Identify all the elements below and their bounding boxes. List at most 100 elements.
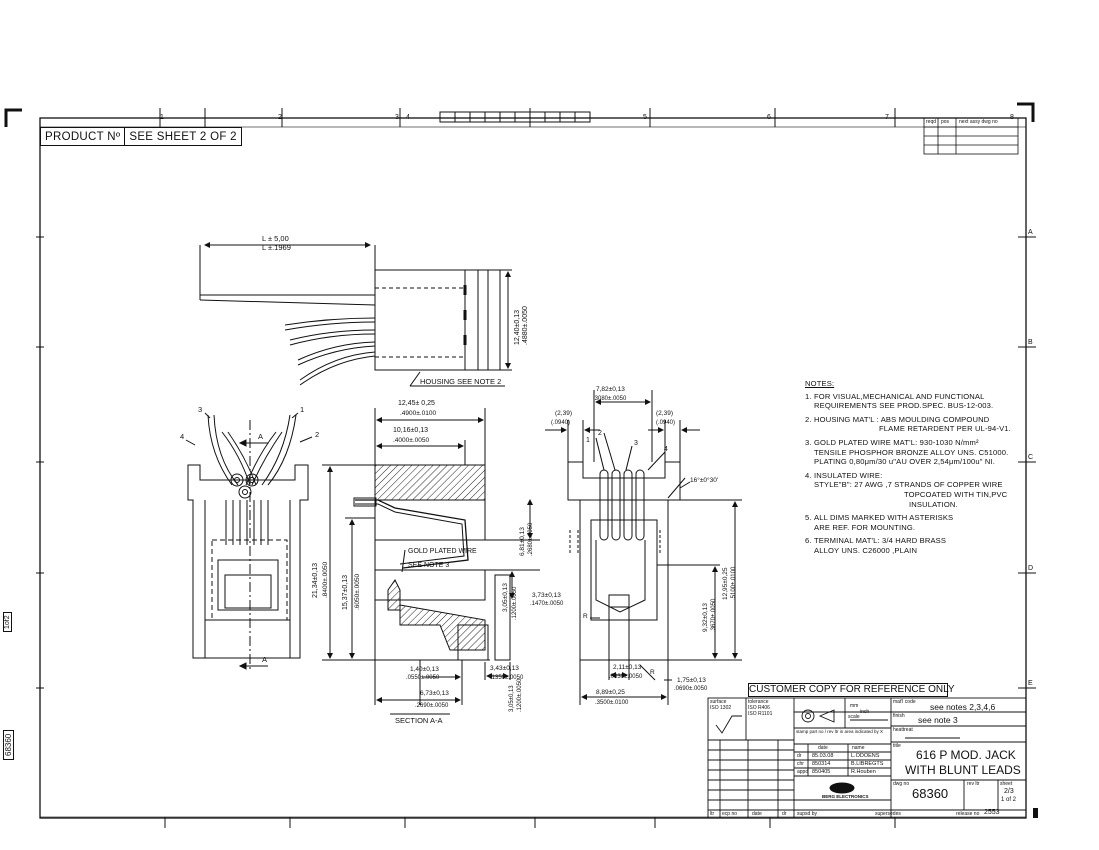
front-dim-r1-in: .5100±.0100 <box>731 566 737 600</box>
product-no-value: SEE SHEET 2 OF 2 <box>129 130 237 143</box>
tb-date-label: date <box>818 745 828 751</box>
zone-col-1: 1 <box>160 114 164 121</box>
front-r-right: R <box>650 669 655 676</box>
tb-sheet-label: sheet <box>1000 781 1013 787</box>
tb-company: BERG ELECTRONICS <box>822 794 869 799</box>
dim-right-2: 3,05±0,13 <box>502 583 509 612</box>
front-dim-top-in: .3080±.0050 <box>593 396 627 402</box>
section-arrow-bottom: A <box>262 655 268 664</box>
tb-name-label: name <box>852 745 865 751</box>
tb-chr-date: 850314 <box>812 761 831 767</box>
tb-chr-name: B.LIBREGTS <box>851 761 884 767</box>
tb-surface-std: ISO 1302 <box>710 705 732 711</box>
section-title: SECTION A-A <box>395 716 443 725</box>
section-lead-2: 2 <box>315 430 320 439</box>
dim-bottom-4: 3,05±0,13 <box>509 685 515 712</box>
zone-row-b: B <box>1028 339 1033 346</box>
front-dim-right-in: (.0940) <box>656 420 676 426</box>
zone-col-4: 4 <box>406 114 410 121</box>
tb-date2-label: date <box>752 811 762 817</box>
dim-right-2-in: .1200±.0050 <box>512 586 518 620</box>
front-angle: 16°±0°30' <box>690 477 719 484</box>
tb-tolerance-label: tolerance <box>748 699 769 705</box>
tb-heattreat-label: heattreat <box>893 727 913 733</box>
front-dim-r2: 9,32±0,13 <box>702 603 709 632</box>
zone-col-7: 7 <box>885 114 889 121</box>
tb-dr-name: L.ODOENS <box>851 753 880 759</box>
note-5: 5.ALL DIMS MARKED WITH ASTERISKS ARE REF… <box>805 513 954 532</box>
tb-matl-code-label: mat'l code <box>893 699 916 705</box>
tb-finish-label: finish <box>893 713 905 719</box>
customer-copy-banner: CUSTOMER COPY FOR REFERENCE ONLY <box>748 683 955 697</box>
dim-bottom-2: 6,73±0,13 <box>420 690 449 697</box>
dim-bottom-4-in: .1200±.0050 <box>517 678 523 712</box>
front-lead-3: 3 <box>634 440 638 447</box>
front-lead-2: 2 <box>598 430 602 437</box>
zone-col-6: 6 <box>767 114 771 121</box>
zone-col-2: 2 <box>278 114 282 121</box>
zone-row-a: A <box>1028 229 1033 236</box>
dim-overall-height: 21,34±0,13 <box>312 563 319 598</box>
tb-dr2-label: dr <box>782 811 787 817</box>
front-dim-r2-in: .3670±.0050 <box>711 598 717 632</box>
notes-block: NOTES: 1.FOR VISUAL,MECHANICAL AND FUNCT… <box>805 379 1027 560</box>
dim-width-mm: 12,45± 0,25 <box>398 400 435 407</box>
note-6: 6.TERMINAL MAT'L: 3/4 HARD BRASS ALLOY U… <box>805 536 947 555</box>
note-4: 4.INSULATED WIRE: STYLE"B": 27 AWG ,7 ST… <box>805 470 1008 509</box>
tb-stamp-label: stamp part no / rev ltr in area indicate… <box>796 729 884 734</box>
dim-bottom-3-in: .1350±.0050 <box>490 675 524 681</box>
dim-3-73: 3,73±0,13 <box>532 592 561 599</box>
dim-width-in: .4900±.0100 <box>400 410 437 417</box>
tb-title-line2: WITH BLUNT LEADS <box>905 763 1021 777</box>
qty-next-assy-label: next assy dwg no <box>959 119 998 125</box>
tb-sheet-of: 1 of 2 <box>1001 797 1017 803</box>
zone-col-3: 3 <box>395 114 399 121</box>
corner-mark-top-right <box>1017 102 1035 122</box>
note-2: 2.HOUSING MAT'L : ABS MOULDING COMPOUND … <box>805 414 1011 434</box>
dim-bottom-2-in: .2690±.0050 <box>415 703 449 709</box>
margin-dwg-tag: 68360 <box>3 729 14 760</box>
tb-inch-label: inch <box>860 709 870 715</box>
tb-surface-label: surface <box>710 699 727 705</box>
tb-finish-value: see note 3 <box>918 715 958 725</box>
tb-mm-label: mm <box>850 703 859 709</box>
front-dim-top: 7,82±0,13 <box>596 386 625 393</box>
zone-row-d: D <box>1028 565 1034 572</box>
tb-scale-label: scale <box>848 714 860 720</box>
margin-sheet-tag: 1of2 <box>3 612 12 632</box>
front-dim-b2: 8,89±0,25 <box>596 689 625 696</box>
dim-inner-mm: 10,16±0,13 <box>393 427 428 434</box>
front-dim-left-in: (.0940) <box>551 420 571 426</box>
tb-title-line1: 616 P MOD. JACK <box>916 748 1016 762</box>
front-dim-b3-in: .0690±.0050 <box>674 686 708 692</box>
dim-overall-height-in: .8400±.0050 <box>322 561 329 598</box>
front-dim-b3: 1,75±0,13 <box>677 677 706 684</box>
front-dim-right: (2,39) <box>656 410 673 417</box>
notes-heading: NOTES: <box>805 379 835 388</box>
dim-inner-in: .4000±.0050 <box>393 437 430 444</box>
see-note-3-label: SEE NOTE 3 <box>408 562 450 569</box>
dim-right-1: 6,81±0,13 <box>519 527 526 556</box>
dim-height-2: 15,37±0,13 <box>342 575 349 610</box>
section-lead-3: 3 <box>198 405 203 414</box>
zone-row-e: E <box>1028 680 1033 687</box>
dim-height-2-in: .6050±.0050 <box>354 573 361 610</box>
front-dim-b2-in: .3500±.0100 <box>595 700 629 706</box>
tb-supsd-label: supsd by <box>797 811 818 817</box>
tb-appd-label: appd <box>797 769 809 775</box>
length-mm-label: L ± 5,00 <box>262 234 289 243</box>
tb-rev-ltr-label: rev ltr <box>967 781 980 787</box>
tb-tolerance-std2: ISO R1101 <box>748 711 773 717</box>
note-1: 1.FOR VISUAL,MECHANICAL AND FUNCTIONAL R… <box>805 391 994 411</box>
tb-tolerance-std1: ISO R406 <box>748 705 770 711</box>
tb-dwg-no-label: dwg no <box>893 781 910 787</box>
zone-col-8: 8 <box>1010 114 1014 121</box>
front-dim-r1: 12,95±0,25 <box>722 567 729 600</box>
frame-inner <box>39 126 1027 818</box>
tb-ltr-label: ltr <box>710 811 715 817</box>
tb-dwg-no: 68360 <box>912 786 949 801</box>
product-no-label: PRODUCT Nº <box>45 130 121 143</box>
tb-dr-label: dr <box>797 753 802 759</box>
product-number-box: PRODUCT Nº SEE SHEET 2 OF 2 <box>40 127 242 146</box>
